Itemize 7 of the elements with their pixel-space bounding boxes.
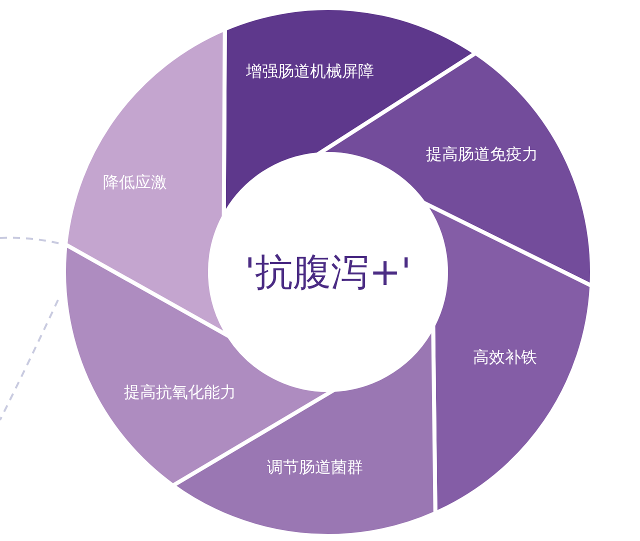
blade-label: 提高肠道免疫力 — [426, 144, 538, 166]
blade-label: 高效补铁 — [473, 348, 537, 368]
blade-label: 调节肠道菌群 — [267, 458, 363, 478]
blade-label: 降低应激 — [103, 172, 167, 194]
blade-label: 提高抗氧化能力 — [124, 382, 236, 404]
blade-label: 增强肠道机械屏障 — [246, 62, 374, 82]
center-title: '抗腹泻+' — [244, 248, 412, 296]
